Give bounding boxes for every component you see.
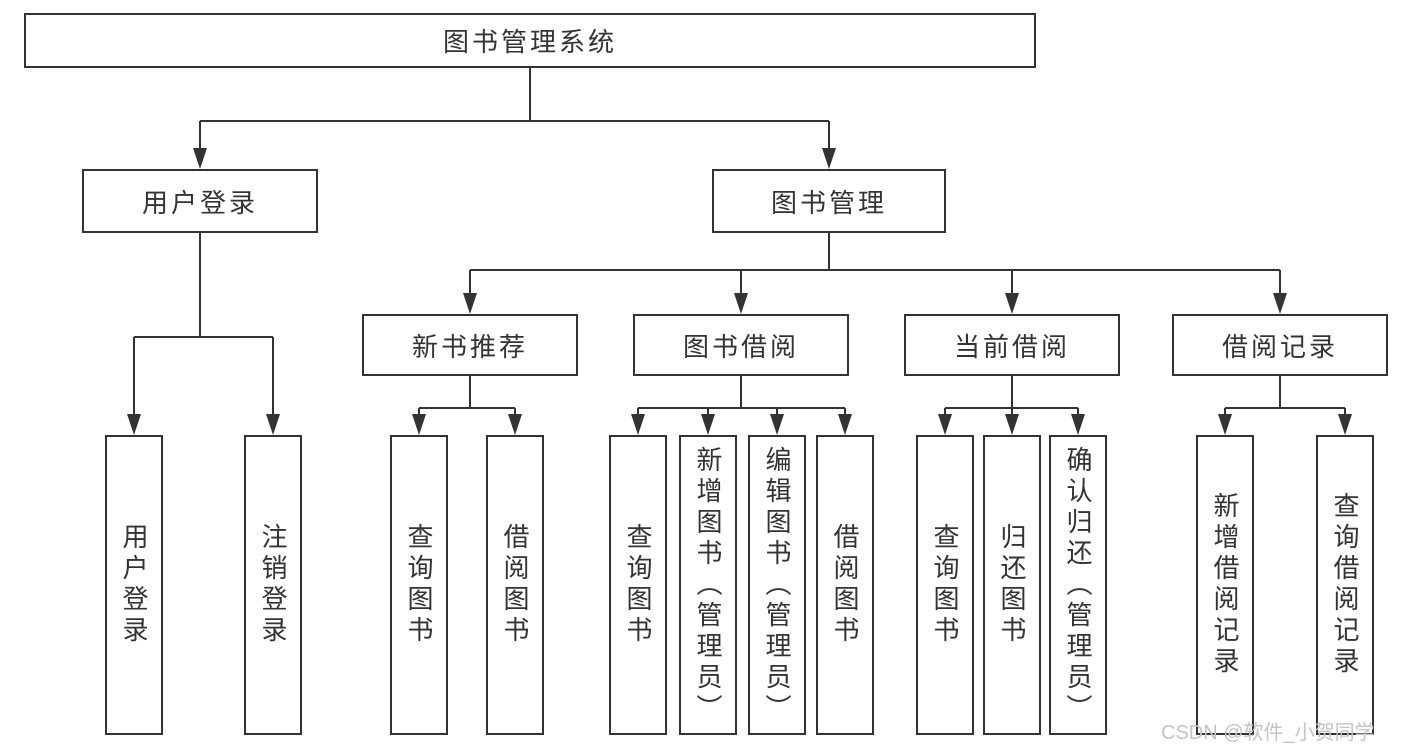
- arrow-head: [1005, 414, 1019, 435]
- leaf-return-book: 归还图书: [983, 435, 1041, 735]
- leaf-user-login-label: 用户登录: [119, 523, 149, 647]
- leaf-add-book-admin: 新增图书（管理员）: [679, 435, 737, 735]
- arrow-head: [1218, 414, 1232, 435]
- arrow-head: [266, 414, 280, 435]
- arrow-head: [1071, 414, 1085, 435]
- arrow-head: [822, 148, 836, 169]
- node-book-borrow: 图书借阅: [633, 314, 849, 376]
- leaf-logout: 注销登录: [244, 435, 302, 735]
- leaf-query-book-borrow-label: 查询图书: [623, 523, 653, 647]
- watermark-text: CSDN @软件_小贺同学: [1161, 722, 1375, 744]
- arrow-head: [734, 293, 748, 314]
- arrow-head: [412, 414, 426, 435]
- node-borrow-records-label: 借阅记录: [1221, 331, 1338, 362]
- leaf-confirm-return-admin-label: 确认归还（管理员）: [1063, 445, 1093, 725]
- arrow-head: [463, 293, 477, 314]
- arrow-head: [631, 414, 645, 435]
- node-current-borrow-label: 当前借阅: [953, 331, 1070, 362]
- leaf-query-book-current: 查询图书: [916, 435, 974, 735]
- arrow-head: [838, 414, 852, 435]
- arrow-head: [938, 414, 952, 435]
- node-new-book-recommend-label: 新书推荐: [411, 331, 528, 362]
- leaf-query-book-recommend: 查询图书: [390, 435, 448, 735]
- node-borrow-records: 借阅记录: [1172, 314, 1388, 376]
- leaf-edit-book-admin-label: 编辑图书（管理员）: [762, 445, 792, 725]
- leaf-borrow-book-recommend-label: 借阅图书: [500, 523, 530, 647]
- leaf-query-borrow-record-label: 查询借阅记录: [1330, 492, 1360, 678]
- node-user-login-label: 用户登录: [141, 187, 258, 218]
- arrow-head: [1005, 293, 1019, 314]
- leaf-borrow-book: 借阅图书: [816, 435, 874, 735]
- leaf-add-borrow-record: 新增借阅记录: [1196, 435, 1254, 735]
- leaf-query-book-recommend-label: 查询图书: [404, 523, 434, 647]
- leaf-edit-book-admin: 编辑图书（管理员）: [748, 435, 806, 735]
- node-current-borrow: 当前借阅: [904, 314, 1120, 376]
- node-book-management-label: 图书管理: [770, 187, 887, 218]
- node-book-management: 图书管理: [712, 169, 946, 233]
- node-root: 图书管理系统: [24, 13, 1036, 68]
- leaf-user-login: 用户登录: [105, 435, 163, 735]
- node-book-borrow-label: 图书借阅: [682, 331, 799, 362]
- leaf-add-borrow-record-label: 新增借阅记录: [1210, 492, 1240, 678]
- leaf-return-book-label: 归还图书: [997, 523, 1027, 647]
- arrow-head: [1338, 414, 1352, 435]
- arrow-head: [193, 148, 207, 169]
- leaf-query-book-borrow: 查询图书: [609, 435, 667, 735]
- node-user-login: 用户登录: [82, 169, 318, 233]
- arrow-head: [1273, 293, 1287, 314]
- node-root-label: 图书管理系统: [442, 27, 617, 57]
- leaf-borrow-book-recommend: 借阅图书: [486, 435, 544, 735]
- arrow-head: [127, 414, 141, 435]
- arrow-head: [508, 414, 522, 435]
- arrow-head: [701, 414, 715, 435]
- leaf-confirm-return-admin: 确认归还（管理员）: [1049, 435, 1107, 735]
- leaf-logout-label: 注销登录: [258, 523, 288, 647]
- leaf-query-book-current-label: 查询图书: [930, 523, 960, 647]
- leaf-add-book-admin-label: 新增图书（管理员）: [693, 445, 723, 725]
- arrow-head: [770, 414, 784, 435]
- leaf-query-borrow-record: 查询借阅记录: [1316, 435, 1374, 735]
- node-new-book-recommend: 新书推荐: [362, 314, 578, 376]
- leaf-borrow-book-label: 借阅图书: [830, 523, 860, 647]
